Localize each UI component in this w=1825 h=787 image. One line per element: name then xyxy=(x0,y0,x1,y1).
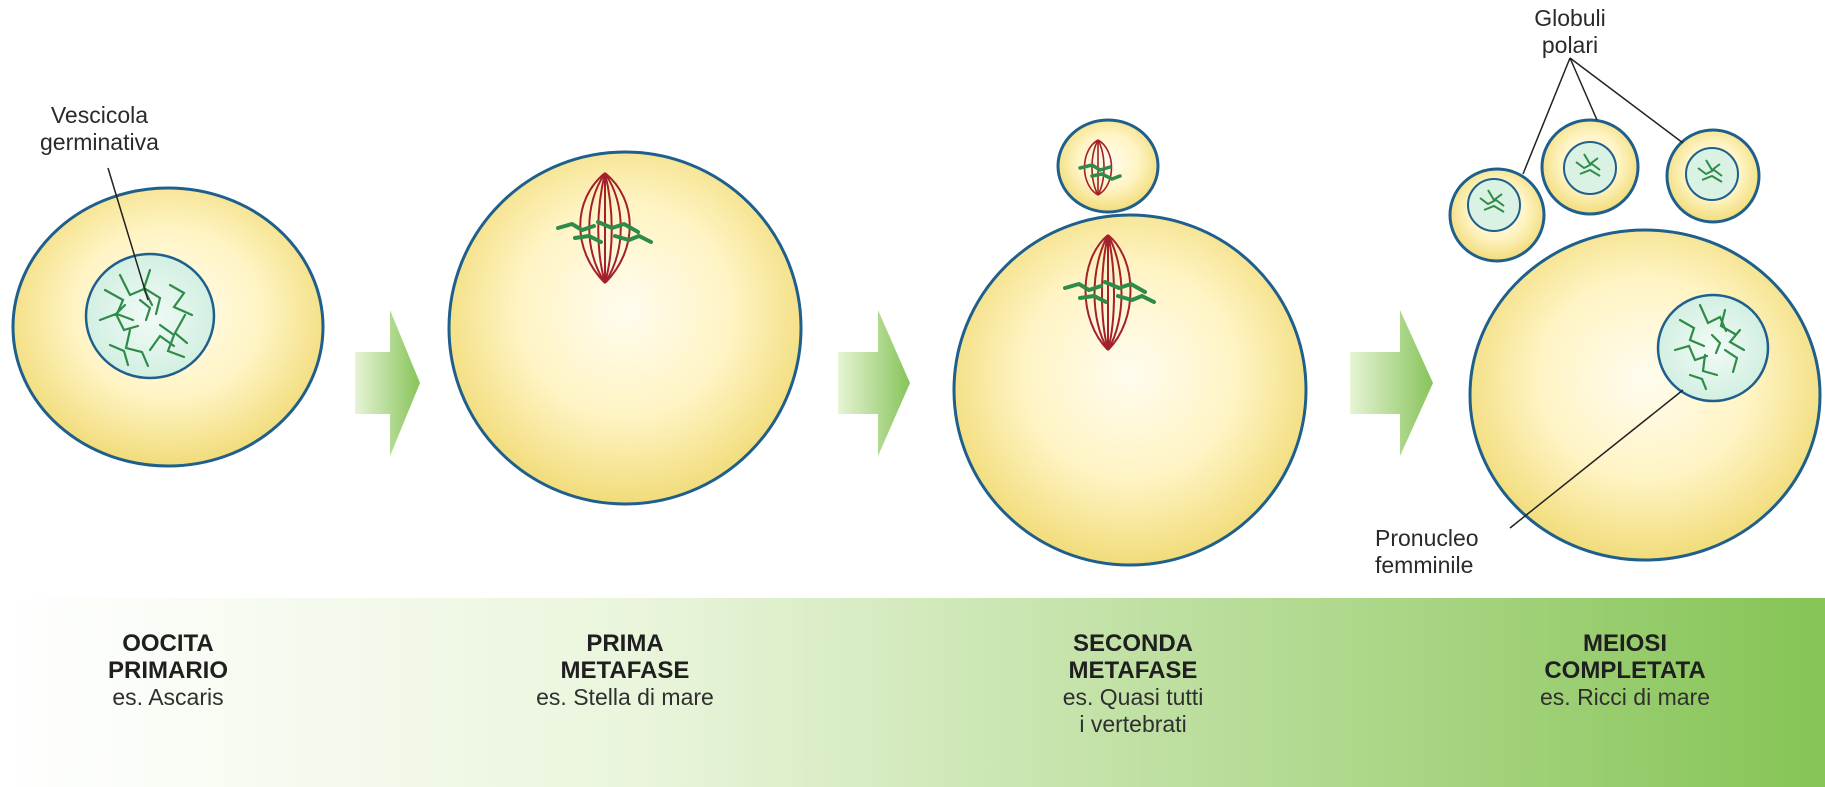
second-metaphase-cell xyxy=(952,118,1308,567)
pronucleo-femminile-label: Pronucleo femminile xyxy=(1375,525,1479,578)
first-metaphase-cell xyxy=(447,150,803,506)
completed-meiosis-cell xyxy=(1448,118,1822,562)
stage-oocita-primario: OOCITA PRIMARIO es. Ascaris xyxy=(108,630,228,710)
arrow-icon xyxy=(355,310,420,456)
stage-seconda-metafase: SECONDA METAFASE es. Quasi tutti i verte… xyxy=(1062,630,1204,737)
germinal-vesicle xyxy=(84,252,216,380)
female-pronucleus xyxy=(1656,293,1770,403)
globuli-polari-label: Globuli polari xyxy=(1534,5,1606,58)
arrow-icon xyxy=(1350,310,1433,456)
meiotic-spindle xyxy=(1084,234,1132,351)
polar-body xyxy=(1665,128,1761,224)
arrow-icon xyxy=(838,310,910,456)
primary-oocyte-cell xyxy=(11,186,325,468)
polar-body xyxy=(1448,167,1546,263)
stage-meiosi-completata: MEIOSI COMPLETATA es. Ricci di mare xyxy=(1540,630,1710,710)
polar-body xyxy=(1540,118,1640,216)
stage-band xyxy=(0,598,1825,787)
stage-prima-metafase: PRIMA METAFASE es. Stella di mare xyxy=(536,630,714,710)
globuli-pointers xyxy=(1522,57,1684,175)
vescicola-germinativa-label: Vescicola germinativa xyxy=(40,102,159,155)
polar-body xyxy=(1056,118,1160,214)
pronucleo-pointer xyxy=(1509,389,1684,529)
vescicola-pointer xyxy=(107,167,149,301)
